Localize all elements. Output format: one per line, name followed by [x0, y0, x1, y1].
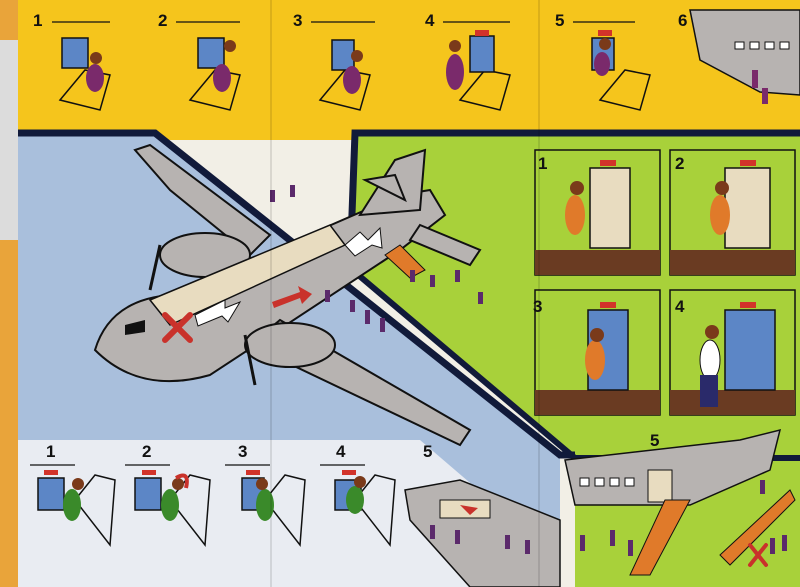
- evacuees-main: [270, 185, 483, 332]
- fold-line-1: [270, 0, 272, 587]
- top-strip-heads: [90, 38, 611, 64]
- left-flap-plane: [0, 40, 18, 240]
- door-step-1: 1: [538, 154, 548, 173]
- top-step-1: 1: [33, 11, 43, 30]
- top-step-2: 2: [158, 11, 168, 30]
- door-step-4: 4: [675, 297, 685, 316]
- bottom-strip-scenes: [37, 470, 561, 587]
- bottom-step-1: 1: [46, 442, 56, 461]
- top-step-3: 3: [293, 11, 303, 30]
- arrow-icon: [175, 473, 189, 489]
- top-exit-signs: [475, 30, 612, 36]
- top-step6-windows: [734, 41, 790, 50]
- bottom-strip-bg: [18, 440, 560, 587]
- top-strip-seats: [58, 69, 651, 111]
- top-strip-windows: [61, 35, 615, 73]
- door-step-5: 5: [650, 431, 660, 450]
- top-step-4: 4: [425, 11, 435, 30]
- door-step-3: 3: [533, 297, 543, 316]
- top-step6-plane: [689, 9, 800, 96]
- bottom-step-5: 5: [423, 442, 433, 461]
- top-step6-figures: [752, 70, 768, 104]
- main-airplane: [93, 143, 482, 447]
- bottom-step-3: 3: [238, 442, 248, 461]
- do-not-x-icon: [162, 312, 193, 343]
- top-step-6: 6: [678, 11, 688, 30]
- bottom-step-2: 2: [142, 442, 152, 461]
- top-strip-bg: [0, 0, 800, 140]
- green-step5-scene: [564, 428, 796, 576]
- fold-line-2: [538, 0, 540, 587]
- bottom-step-4: 4: [336, 442, 346, 461]
- top-step-5: 5: [555, 11, 565, 30]
- top-strip-figures: [86, 52, 610, 94]
- door-panel-frames: [534, 149, 796, 416]
- door-step-2: 2: [675, 154, 685, 173]
